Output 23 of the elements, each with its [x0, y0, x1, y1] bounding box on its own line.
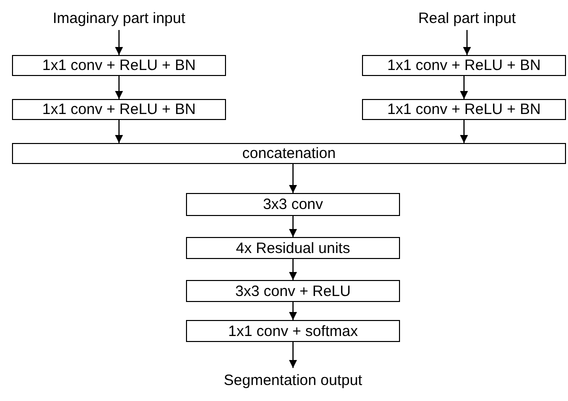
arrow	[289, 216, 297, 237]
process-box: 1x1 conv + ReLU + BN	[362, 55, 566, 76]
arrow	[460, 120, 468, 143]
arrow	[115, 120, 123, 143]
io-label: Imaginary part input	[19, 6, 219, 30]
arrow	[289, 302, 297, 320]
process-box: concatenation	[12, 143, 566, 164]
arrow	[115, 76, 123, 99]
io-label: Real part input	[377, 6, 557, 30]
arrow	[289, 342, 297, 368]
process-box: 1x1 conv + ReLU + BN	[12, 55, 226, 76]
arrow	[289, 259, 297, 280]
process-box: 1x1 conv + ReLU + BN	[12, 99, 226, 120]
process-box: 3x3 conv + ReLU	[186, 280, 400, 302]
arrow	[115, 30, 123, 55]
process-box: 4x Residual units	[186, 237, 400, 259]
process-box: 1x1 conv + softmax	[186, 320, 400, 342]
arrow	[463, 30, 471, 55]
arrow	[289, 164, 297, 193]
process-box: 3x3 conv	[186, 193, 400, 216]
io-label: Segmentation output	[183, 368, 403, 392]
process-box: 1x1 conv + ReLU + BN	[362, 99, 566, 120]
arrow	[460, 76, 468, 99]
